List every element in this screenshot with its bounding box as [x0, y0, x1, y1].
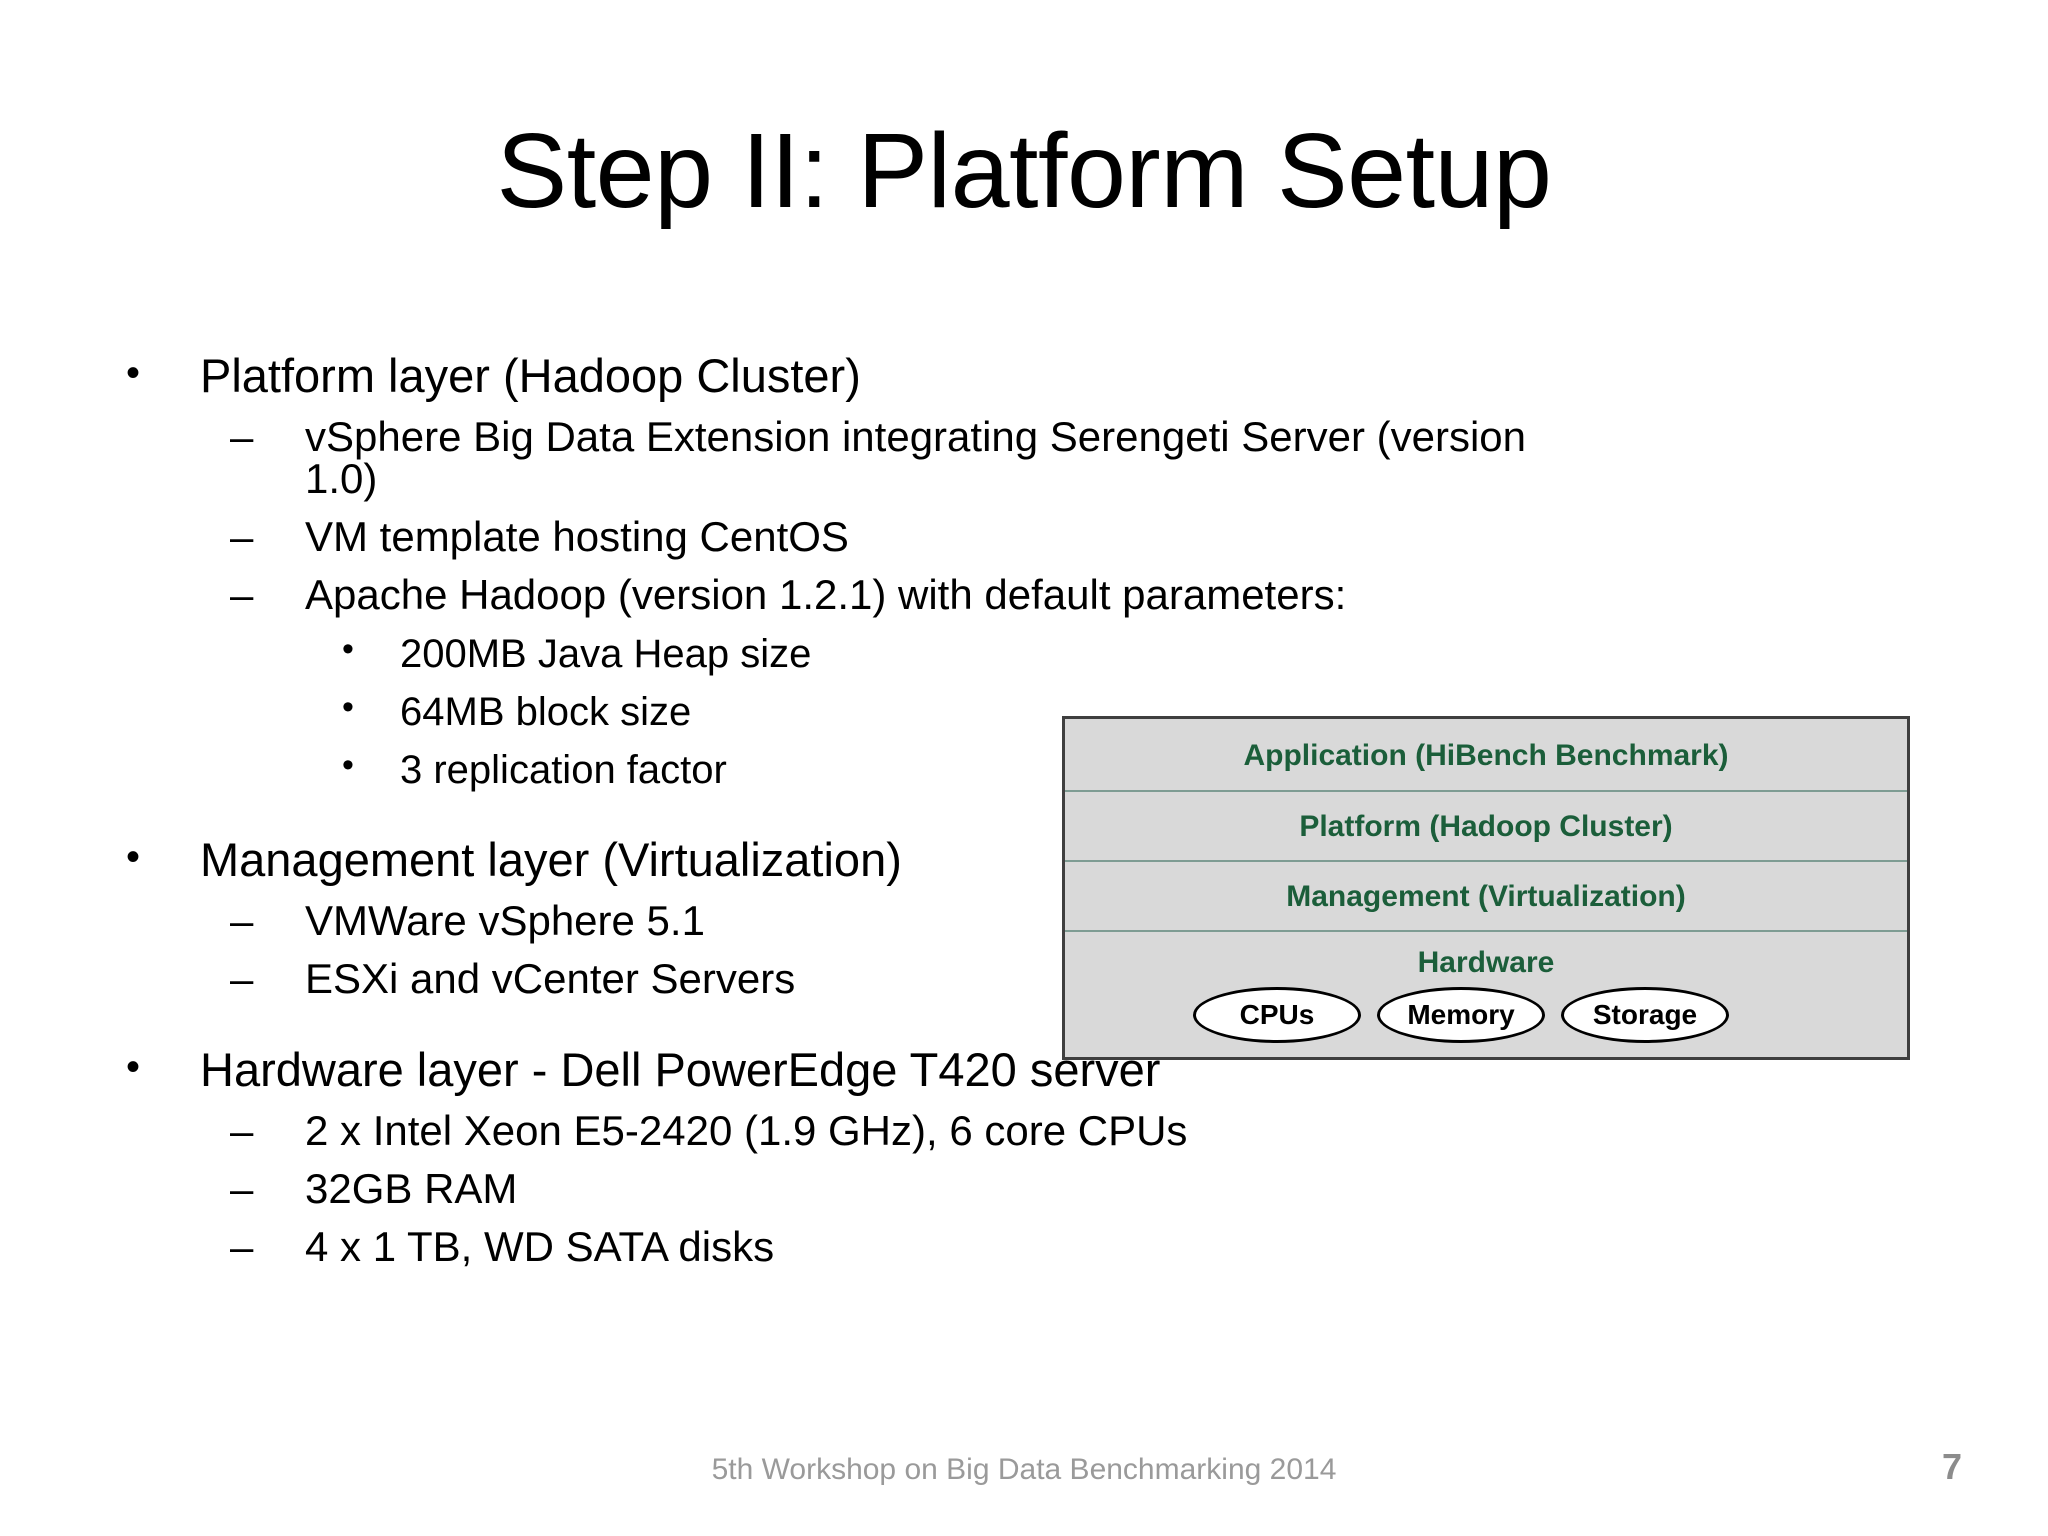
bullet-marker-icon: • — [342, 687, 354, 726]
bullet-item-management-layer: • Management layer (Virtualization) — [110, 832, 1530, 886]
bullet-label: Management layer (Virtualization) — [200, 832, 902, 886]
stack-layer-label: Management (Virtualization) — [1286, 880, 1686, 913]
bullet-item-vmware-vsphere: – VMWare vSphere 5.1 — [110, 896, 1530, 944]
bullet-label: 32GB RAM — [305, 1164, 518, 1212]
dash-marker-icon: – — [230, 570, 254, 618]
stack-layer-label: Application (HiBench Benchmark) — [1243, 739, 1729, 772]
stack-layer-hardware: Hardware CPUs Memory Storage — [1065, 932, 1907, 1057]
bullet-label: VM template hosting CentOS — [305, 512, 849, 560]
bullet-item-vsphere-bde: – vSphere Big Data Extension integrating… — [110, 412, 1530, 502]
bullet-label: Hardware layer - Dell PowerEdge T420 ser… — [200, 1042, 1161, 1096]
hardware-node-storage: Storage — [1561, 987, 1729, 1043]
bullet-label: vSphere Big Data Extension integrating S… — [305, 412, 1526, 502]
bullet-item-vm-template: – VM template hosting CentOS — [110, 512, 1530, 560]
hardware-node-memory: Memory — [1377, 987, 1545, 1043]
stack-layer-management: Management (Virtualization) — [1065, 862, 1907, 932]
bullet-label: VMWare vSphere 5.1 — [305, 896, 705, 944]
hardware-node-cpus: CPUs — [1193, 987, 1361, 1043]
bullet-item-intel-xeon: – 2 x Intel Xeon E5-2420 (1.9 GHz), 6 co… — [110, 1106, 1530, 1154]
bullet-content: • Platform layer (Hadoop Cluster) – vSph… — [110, 349, 1530, 1270]
bullet-marker-icon: • — [342, 745, 354, 784]
bullet-item-block-size: • 64MB block size — [110, 687, 1530, 734]
footer-note: 5th Workshop on Big Data Benchmarking 20… — [711, 1453, 1337, 1486]
stack-layer-label: Hardware — [1417, 946, 1555, 979]
bullet-label: Apache Hadoop (version 1.2.1) with defau… — [305, 570, 1347, 618]
bullet-label: 4 x 1 TB, WD SATA disks — [305, 1222, 775, 1270]
bullet-item-platform-layer: • Platform layer (Hadoop Cluster) — [110, 349, 1530, 402]
bullet-item-ram: – 32GB RAM — [110, 1164, 1530, 1212]
dash-marker-icon: – — [230, 1222, 254, 1270]
hardware-node-label: Memory — [1407, 999, 1515, 1030]
bullet-label: 200MB Java Heap size — [400, 631, 812, 676]
architecture-stack-diagram: Application (HiBench Benchmark) Platform… — [1062, 716, 1910, 1060]
bullet-marker-icon: • — [126, 834, 141, 879]
bullet-item-java-heap-size: • 200MB Java Heap size — [110, 629, 1530, 676]
stack-layer-platform: Platform (Hadoop Cluster) — [1065, 792, 1907, 862]
dash-marker-icon: – — [230, 412, 254, 460]
bullet-marker-icon: • — [126, 351, 141, 395]
page-title: Step II: Platform Setup — [496, 112, 1552, 230]
dash-marker-icon: – — [230, 1164, 254, 1212]
bullet-label: 3 replication factor — [400, 747, 727, 792]
stack-layer-label: Platform (Hadoop Cluster) — [1299, 810, 1673, 843]
hardware-node-label: Storage — [1592, 999, 1698, 1030]
dash-marker-icon: – — [230, 512, 254, 560]
bullet-marker-icon: • — [342, 629, 354, 668]
bullet-item-hardware-layer: • Hardware layer - Dell PowerEdge T420 s… — [110, 1042, 1530, 1096]
bullet-item-replication-factor: • 3 replication factor — [110, 745, 1530, 792]
bullet-label: 64MB block size — [400, 689, 692, 734]
stack-layer-application: Application (HiBench Benchmark) — [1065, 719, 1907, 792]
dash-marker-icon: – — [230, 954, 254, 1002]
bullet-item-apache-hadoop: – Apache Hadoop (version 1.2.1) with def… — [110, 570, 1530, 618]
dash-marker-icon: – — [230, 1106, 254, 1154]
bullet-marker-icon: • — [126, 1044, 141, 1089]
bullet-label: 2 x Intel Xeon E5-2420 (1.9 GHz), 6 core… — [305, 1106, 1188, 1154]
dash-marker-icon: – — [230, 896, 254, 944]
bullet-item-disks: – 4 x 1 TB, WD SATA disks — [110, 1222, 1530, 1270]
hardware-node-label: CPUs — [1239, 999, 1315, 1030]
page-number: 7 — [1941, 1446, 1962, 1487]
bullet-item-esxi-vcenter: – ESXi and vCenter Servers — [110, 954, 1530, 1002]
bullet-label: ESXi and vCenter Servers — [305, 954, 796, 1002]
bullet-label: Platform layer (Hadoop Cluster) — [200, 349, 861, 402]
hardware-node-row: CPUs Memory Storage — [1065, 987, 1907, 1043]
